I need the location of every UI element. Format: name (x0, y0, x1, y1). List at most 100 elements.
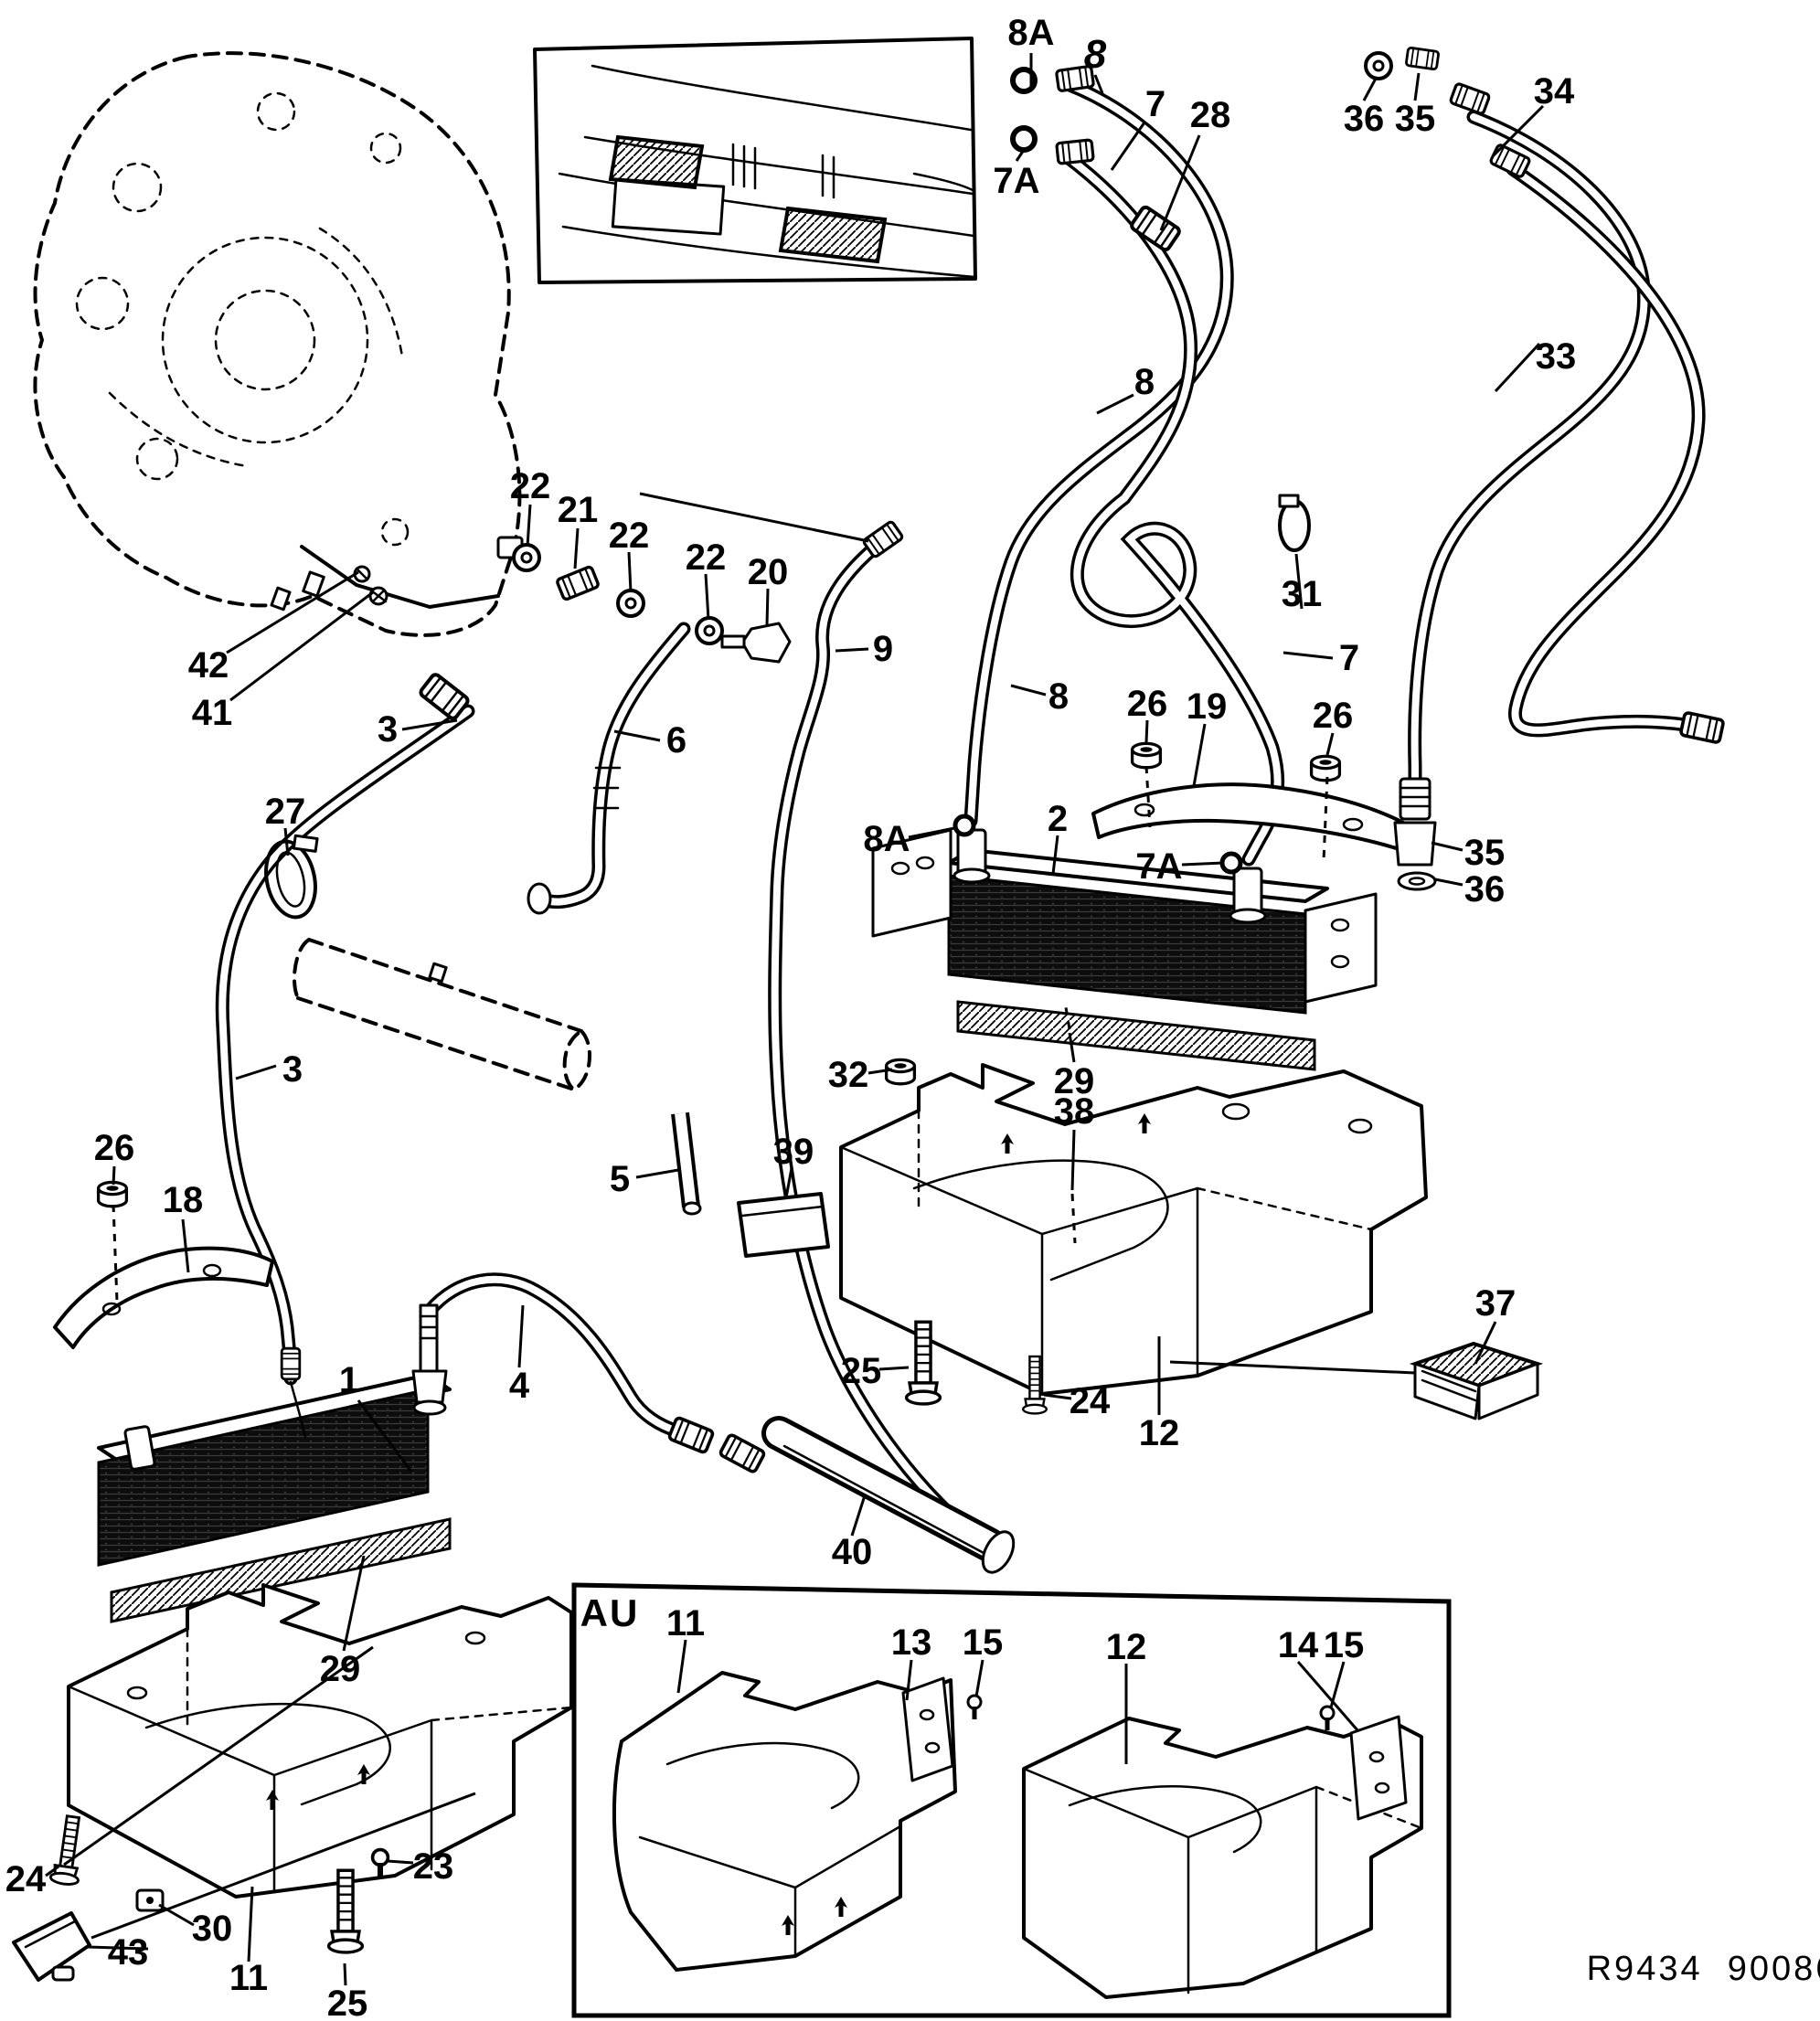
flap-43 (12, 1911, 91, 1982)
callout-label: 7A (993, 161, 1040, 201)
hose-34 (1408, 110, 1652, 793)
callout-label: 6 (665, 720, 687, 761)
callout-label: 39 (772, 1132, 814, 1172)
callout-label: 36 (1343, 99, 1385, 139)
hardware (12, 741, 1342, 1982)
transmission-housing (33, 51, 524, 637)
clip-31 (1278, 494, 1311, 552)
callout-label: 24 (1069, 1381, 1111, 1421)
callout-label: 13 (890, 1622, 932, 1663)
callout-label: 5 (609, 1159, 631, 1199)
callout-label: 27 (264, 792, 306, 832)
callout-label: 15 (962, 1622, 1004, 1663)
hoses (215, 77, 1726, 1561)
callout-label: 26 (93, 1128, 135, 1168)
callout-label: 43 (107, 1932, 149, 1973)
hose-4 (422, 1272, 767, 1475)
strip-29-left (110, 1517, 452, 1623)
callout-label: 8 (1134, 362, 1155, 402)
fitting-column-right (1393, 777, 1437, 891)
callout-label: 14 (1277, 1625, 1319, 1665)
callout-label: 38 (1053, 1091, 1095, 1132)
callout-label: 22 (685, 537, 727, 578)
crossmember-cylinder (293, 938, 591, 1091)
callout-label: 42 (187, 645, 229, 686)
callout-label: 12 (1138, 1413, 1180, 1453)
callout-label: 7 (1338, 638, 1360, 678)
clamp-39 (737, 1192, 830, 1258)
callout-label: 41 (191, 693, 233, 733)
callout-label: 22 (509, 466, 551, 506)
block-37 (1409, 1341, 1544, 1420)
callout-label: 32 (827, 1055, 869, 1095)
callout-label: 20 (747, 552, 789, 592)
callout-label: 40 (831, 1532, 873, 1572)
plug-42 (353, 565, 371, 583)
hose-8-main (963, 77, 1234, 828)
hose-6 (527, 622, 691, 915)
callout-label: 8A (863, 819, 910, 859)
bracket-18 (53, 1246, 274, 1349)
callout-label: 33 (1535, 336, 1577, 377)
oil-cooler-1 (97, 1303, 452, 1623)
inset-title: AU (580, 1591, 640, 1634)
callout-label: 8 (1083, 32, 1107, 77)
au-tray-right (1022, 1705, 1423, 1999)
callout-label: 19 (1186, 686, 1228, 727)
tube-5 (671, 1112, 702, 1216)
callout-label: 26 (1126, 684, 1168, 724)
car-front-inset (533, 37, 977, 284)
tee-assembly (512, 492, 869, 664)
au-inset (571, 1582, 1452, 2018)
callout-label: 12 (1105, 1627, 1147, 1667)
cooler2-fitting-left (953, 828, 991, 884)
callout-label: 8A (1007, 13, 1055, 53)
callout-label: 21 (557, 490, 599, 530)
callout-label: 24 (5, 1859, 47, 1899)
clip-27 (264, 834, 319, 920)
callout-label: 29 (1053, 1061, 1095, 1101)
callout-label: 22 (608, 516, 650, 556)
callout-label: 26 (1312, 696, 1354, 736)
banjo-bolt-20 (720, 622, 792, 664)
callout-label: 28 (1189, 95, 1231, 135)
callout-label: 7 (1144, 84, 1166, 124)
callout-label: 3 (282, 1049, 303, 1090)
hose-3 (215, 671, 475, 1386)
strip-29-right (956, 1000, 1316, 1071)
sleeve-40 (761, 1416, 1016, 1574)
hose-9 (768, 519, 1009, 1561)
cooler2-fitting-right (1229, 867, 1267, 924)
callout-label: 30 (191, 1909, 233, 1949)
oil-cooler-2 (871, 816, 1378, 1071)
deflector-tray-11 (67, 1583, 573, 1899)
au-tray-left (612, 1671, 983, 1972)
callout-label: 35 (1463, 833, 1506, 873)
callout-label: 31 (1281, 574, 1323, 614)
callout-label: 18 (162, 1180, 204, 1220)
au-bracket-13 (901, 1676, 954, 1782)
callout-label: 1 (338, 1360, 360, 1400)
callout-label: 25 (326, 1984, 368, 2021)
callout-label: 9 (872, 629, 894, 669)
callout-label: 4 (508, 1366, 530, 1406)
cooler1-fitting-column (411, 1303, 448, 1416)
callout-label: 36 (1463, 869, 1506, 909)
callout-label: 7A (1135, 846, 1183, 887)
callout-label: 11 (229, 1958, 269, 1998)
callout-label: 29 (319, 1649, 361, 1689)
au-bracket-14 (1349, 1715, 1408, 1821)
callout-label: 25 (840, 1351, 882, 1391)
clip-30 (135, 1888, 165, 1912)
leader-lines (45, 53, 1545, 1986)
callout-label: 3 (377, 709, 399, 750)
callout-label: 2 (1047, 799, 1069, 839)
callout-label: 23 (412, 1846, 454, 1887)
cooler1-fitting-left (123, 1425, 156, 1471)
reference-code: R9434 90086 (1586, 1950, 1820, 1988)
hose-7-main (1060, 150, 1285, 867)
callout-label: 15 (1323, 1625, 1365, 1665)
